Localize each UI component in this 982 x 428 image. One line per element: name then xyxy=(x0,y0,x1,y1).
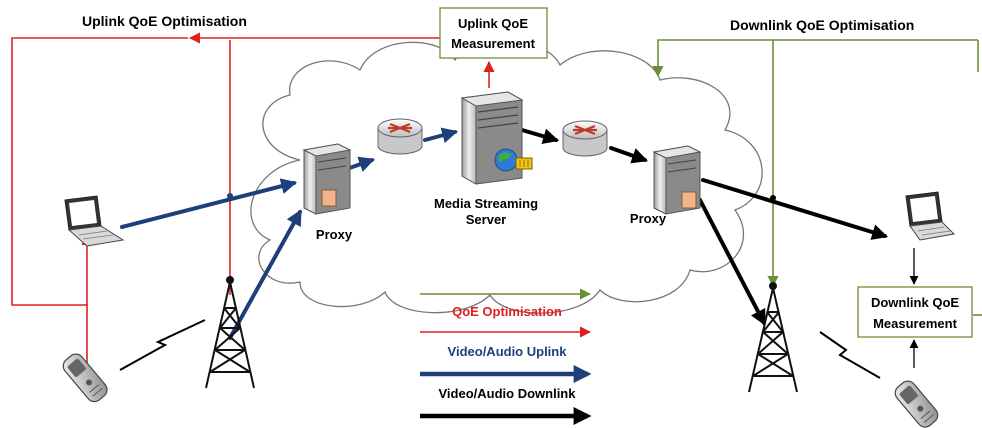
downlink-qoe-optimisation-title: Downlink QoE Optimisation xyxy=(730,17,914,33)
downlink-qoe-measurement-box: Downlink QoE Measurement xyxy=(857,286,973,338)
uplink-measurement-line2: Measurement xyxy=(451,36,535,51)
crossing-dot xyxy=(227,193,233,199)
laptop-icon xyxy=(905,191,956,241)
legend-video-downlink-label: Video/Audio Downlink xyxy=(439,386,577,401)
downlink-qoe-optimisation-path xyxy=(652,39,982,316)
uplink-qoe-measurement-box: Uplink QoE Measurement xyxy=(439,7,548,59)
crossing-dot xyxy=(770,195,776,201)
legend-video-uplink-label: Video/Audio Uplink xyxy=(448,344,568,359)
cell-tower-icon xyxy=(205,276,255,389)
uplink-qoe-optimisation-title: Uplink QoE Optimisation xyxy=(82,13,247,29)
media-streaming-server-icon xyxy=(460,91,533,185)
server-label-line2: Server xyxy=(466,212,506,227)
legend: QoE Optimisation Video/Audio Uplink Vide… xyxy=(420,288,592,425)
downlink-measurement-line2: Measurement xyxy=(873,316,957,331)
router-icon xyxy=(562,120,608,157)
wireless-link-icon xyxy=(819,331,881,379)
uplink-measurement-line1: Uplink QoE xyxy=(458,16,528,31)
downlink-measurement-line1: Downlink QoE xyxy=(871,295,959,310)
uplink-qoe-optimisation-path xyxy=(11,32,495,384)
video-downlink-path xyxy=(520,128,889,326)
router-icon xyxy=(377,118,423,155)
proxy-left-label: Proxy xyxy=(316,227,353,242)
cell-tower-icon xyxy=(748,282,798,393)
proxy-server-icon xyxy=(302,143,352,215)
proxy-right-label: Proxy xyxy=(630,211,667,226)
wireless-link-icon xyxy=(119,319,206,371)
server-label-line1: Media Streaming xyxy=(434,196,538,211)
laptop-icon xyxy=(64,195,125,247)
proxy-server-icon xyxy=(652,145,702,215)
legend-qoe-optimisation-label: QoE Optimisation xyxy=(452,304,562,319)
mobile-phone-icon xyxy=(894,380,939,428)
mobile-phone-icon xyxy=(62,353,108,403)
